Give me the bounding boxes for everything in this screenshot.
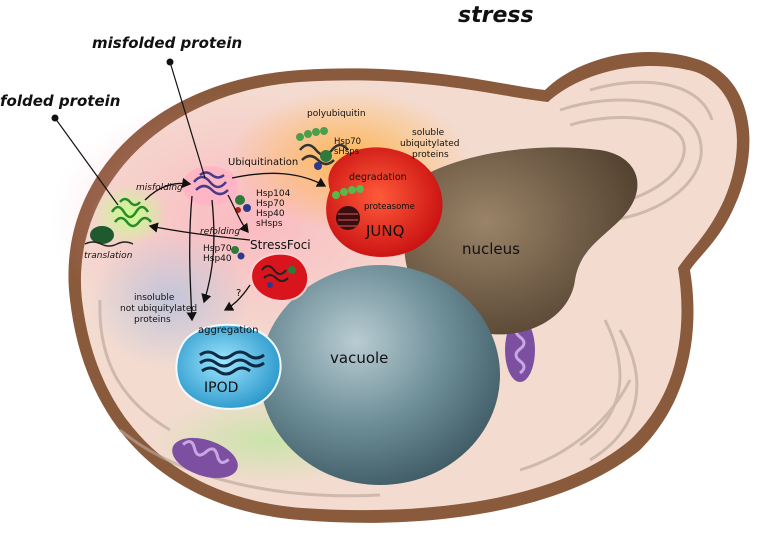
hsp-left-1: Hsp70: [203, 244, 232, 254]
soluble-label-3: proteins: [412, 150, 449, 160]
aggregation-label: aggregation: [198, 325, 259, 336]
junq-ubiquitin-chain-icon: [332, 185, 364, 199]
misfolded-protein-label: misfolded protein: [92, 34, 242, 52]
question-mark: ?: [236, 288, 241, 299]
title: stress: [458, 3, 534, 28]
ipod-label: IPOD: [204, 380, 238, 396]
soluble-label-1: soluble: [412, 128, 445, 138]
folded-protein-pointer: [51, 114, 119, 206]
degradation-label: degradation: [349, 172, 407, 183]
hsp-upper-1: Hsp70: [334, 137, 361, 147]
soluble-label-2: ubiquitylated: [400, 139, 459, 149]
aggregation-arrow-branch: [201, 199, 215, 304]
translation-ribosome-icon: [84, 226, 134, 247]
mitochondrion-right: [505, 318, 535, 382]
nucleus-label: nucleus: [462, 240, 520, 258]
refolding-chaperone-icon: [231, 246, 245, 260]
polyubiquitin-label: polyubiquitin: [307, 109, 366, 119]
er-lines: [98, 80, 714, 498]
insoluble-label-1: insoluble: [134, 293, 175, 303]
hsp-mid-4: sHsps: [256, 219, 283, 229]
hsp-mid-2: Hsp70: [256, 199, 285, 209]
aggregation-arrow-main: [186, 195, 197, 322]
ubiquitination-label: Ubiquitination: [228, 157, 298, 168]
misfolded-protein-pointer: [166, 58, 206, 179]
pathway-arrows: [144, 172, 327, 322]
ubiquitinated-protein-icon: [299, 143, 349, 170]
ipod-compartment: [175, 323, 282, 410]
junq-label: JUNQ: [365, 222, 404, 240]
junq-compartment: [326, 147, 443, 257]
foci-to-ipod-arrow: [223, 284, 251, 311]
ubiquitination-arrow: [231, 172, 327, 187]
mitochondrion-lower: [172, 437, 238, 479]
folded-protein-label: folded protein: [0, 92, 120, 110]
vacuole: [260, 265, 500, 485]
chaperone-arrow: [227, 194, 249, 234]
insoluble-label-3: proteins: [134, 315, 171, 325]
misfolding-arrow: [144, 177, 192, 201]
nucleus: [404, 147, 638, 335]
hsp-upper-2: sHsps: [334, 147, 360, 157]
hsp-left-2: Hsp40: [203, 254, 232, 264]
proteasome-label: proteasome: [364, 202, 415, 212]
refolding-arrow: [148, 222, 251, 241]
vacuole-label: vacuole: [330, 349, 388, 367]
proteasome-icon: [336, 206, 360, 230]
stress-foci-label: StressFoci: [250, 238, 311, 252]
translation-label: translation: [84, 251, 133, 261]
ipod-aggregate-icon: [199, 350, 265, 376]
refolding-label: refolding: [200, 227, 240, 237]
polyubiquitin-chain-icon: [296, 127, 328, 141]
misfolded-protein-glow: [182, 166, 238, 206]
stress-foci-body: [250, 252, 310, 302]
folded-protein-icon: [110, 197, 152, 228]
hsp-mid-1: Hsp104: [256, 189, 291, 199]
misfolding-label: misfolding: [136, 183, 183, 193]
insoluble-label-2: not ubiquitylated: [120, 304, 197, 314]
stress-foci-proteins-icon: [261, 265, 296, 288]
hsp-mid-3: Hsp40: [256, 209, 285, 219]
